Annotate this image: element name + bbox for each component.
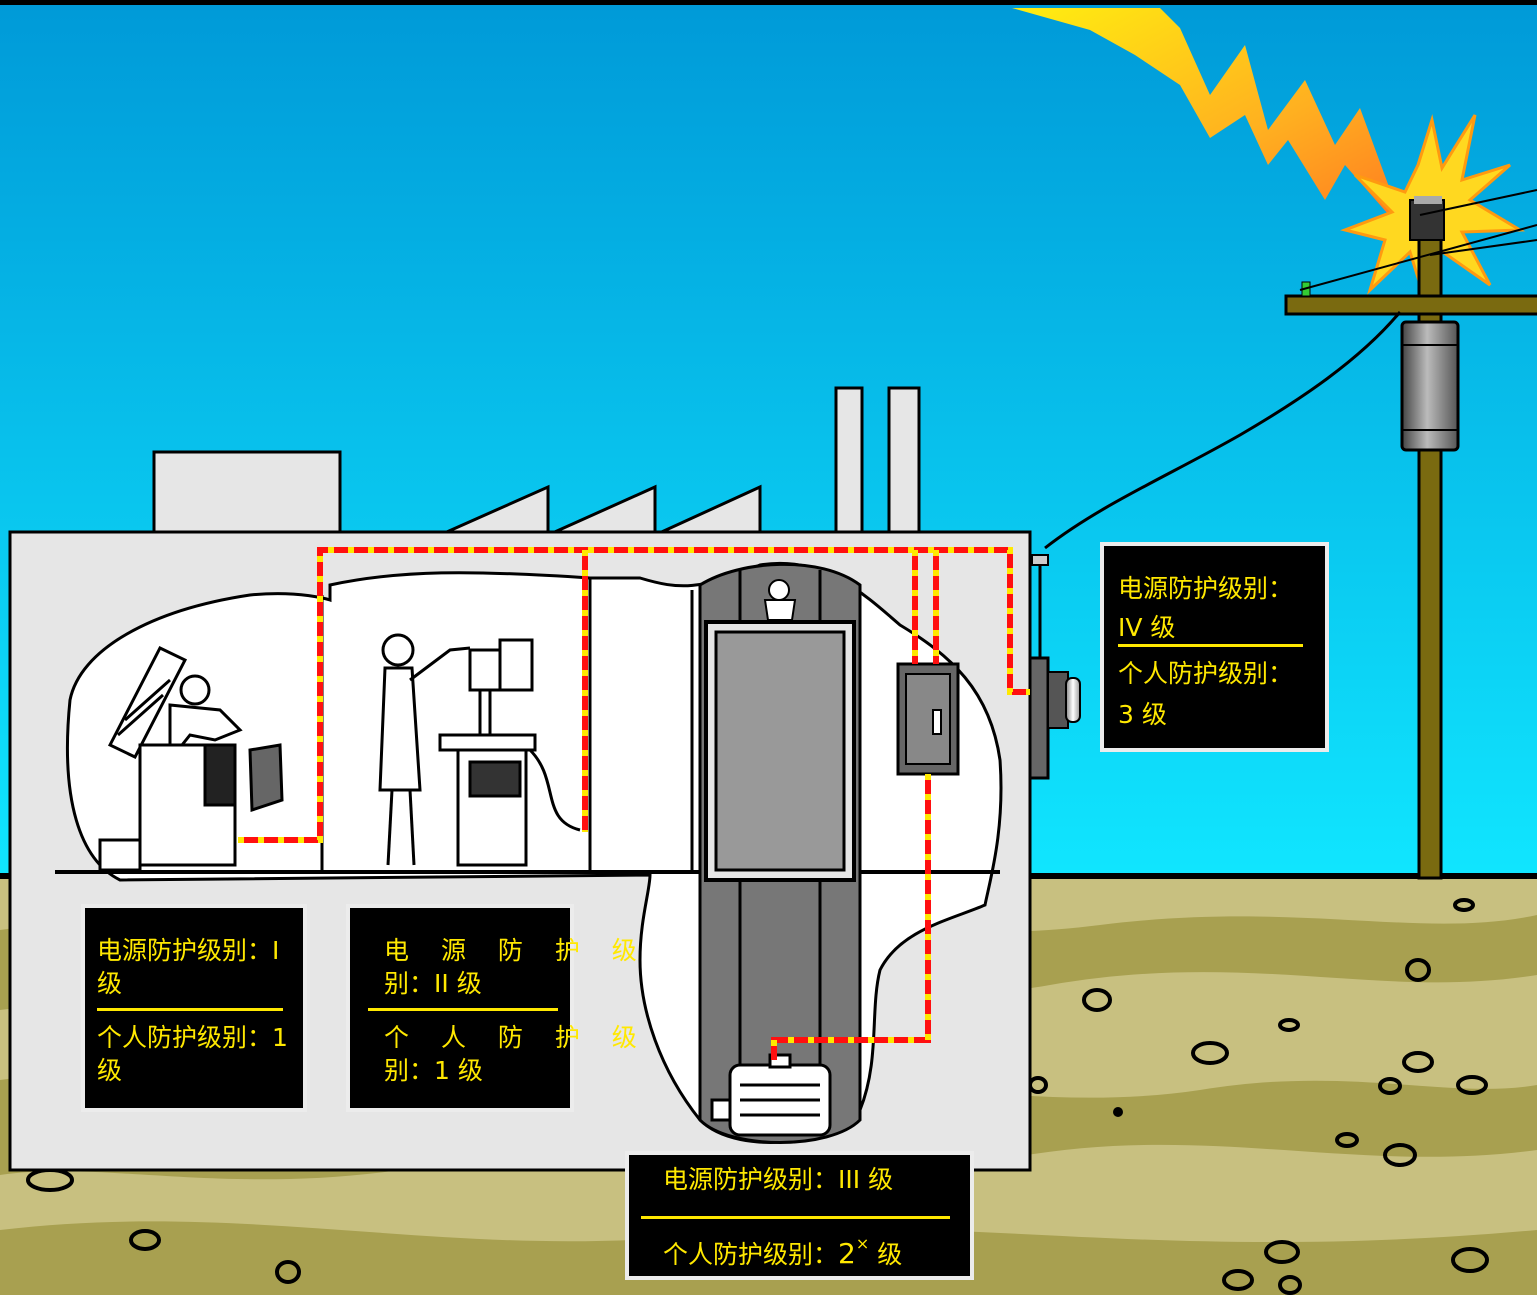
power-level-text: 电源防护级别： [1118, 572, 1315, 605]
power-level-text-cont: 别：II 级 [384, 967, 558, 1000]
power-level-text: 电 源 防 护 级 [384, 934, 558, 967]
personal-level-text-cont: 级 [97, 1054, 293, 1087]
personal-level-text-cont: 3 级 [1118, 698, 1315, 731]
label-level-4: 电源防护级别： IV 级 个人防护级别： 3 级 [1100, 542, 1329, 752]
distribution-panel-icon [898, 664, 958, 774]
label-level-3: 电源防护级别：III 级 个人防护级别：2× 级 [625, 1151, 974, 1280]
transformer-icon [1402, 322, 1458, 450]
divider [641, 1216, 950, 1219]
personal-level-text-cont: 别：1 级 [384, 1054, 558, 1087]
divider [97, 1008, 283, 1011]
personal-level-suffix: 级 [869, 1240, 902, 1269]
label-level-2: 电 源 防 护 级 别：II 级 个 人 防 护 级 别：1 级 [346, 904, 574, 1112]
label-level-1: 电源防护级别：I 级 个人防护级别：1 级 [81, 904, 307, 1112]
personal-level-text: 个 人 防 护 级 [384, 1021, 558, 1054]
personal-level-sup: × [856, 1234, 869, 1253]
power-level-text: 电源防护级别：III 级 [663, 1163, 960, 1196]
power-level-text: 电源防护级别：I [97, 934, 293, 967]
power-level-text-cont: 级 [97, 967, 293, 1000]
personal-level-value: 2 [838, 1237, 856, 1270]
personal-level-text: 个人防护级别：2× 级 [663, 1227, 960, 1271]
divider [368, 1008, 558, 1011]
personal-level-prefix: 个人防护级别： [663, 1240, 838, 1269]
divider [1118, 644, 1303, 647]
power-level-text-cont: IV 级 [1118, 611, 1315, 644]
personal-level-text: 个人防护级别： [1118, 657, 1315, 690]
personal-level-text: 个人防护级别：1 [97, 1021, 293, 1054]
